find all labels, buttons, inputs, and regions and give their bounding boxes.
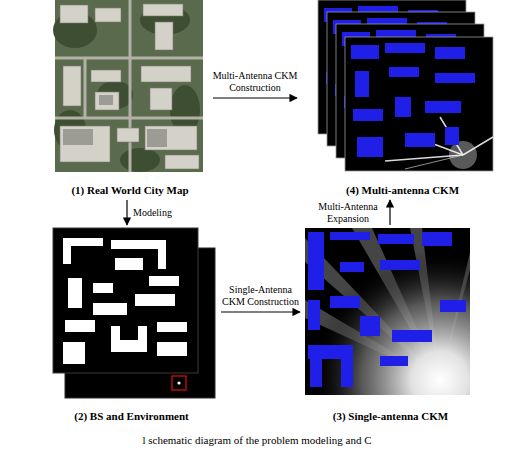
- environment-map: [63, 342, 85, 364]
- environment-map: [172, 376, 186, 390]
- satellite-city-map: [60, 4, 199, 169]
- figure-caption: l schematic diagram of the problem model…: [0, 434, 514, 447]
- satellite-city-map: [63, 129, 93, 145]
- single-antenna-ckm: [310, 250, 470, 395]
- environment-map: [63, 246, 71, 264]
- multi-antenna-ckm-stack: [318, 0, 493, 171]
- single-antenna-ckm: [422, 232, 452, 246]
- single-antenna-ckm: [330, 232, 370, 240]
- satellite-city-map: [60, 5, 88, 23]
- single-antenna-ckm: [340, 262, 364, 272]
- single-antenna-ckm: [392, 330, 432, 342]
- satellite-city-map: [91, 70, 121, 82]
- satellite-city-map: [117, 128, 139, 142]
- environment-map: [157, 342, 187, 356]
- single-antenna-ckm: [360, 316, 380, 336]
- satellite-city-map: [95, 8, 121, 22]
- single-antenna-ckm: [308, 232, 324, 290]
- environment-map: [115, 258, 143, 270]
- satellite-city-map: [155, 22, 173, 50]
- satellite-city-map: [150, 88, 172, 110]
- arrow-label: Single-Antenna CKM Construction: [218, 284, 304, 308]
- satellite-city-map: [143, 4, 183, 16]
- environment-map: [120, 326, 138, 340]
- environment-map: [68, 278, 82, 308]
- environment-map: [135, 294, 175, 306]
- environment-map: [53, 228, 215, 398]
- satellite-city-map: [120, 148, 160, 172]
- satellite-city-map: [55, 117, 203, 120]
- environment-map: [157, 322, 187, 332]
- satellite-city-map: [53, 5, 200, 172]
- panel-caption: (3) Single-antenna CKM: [331, 410, 451, 423]
- environment-map: [158, 249, 166, 269]
- satellite-city-map: [147, 129, 167, 147]
- single-antenna-ckm: [380, 260, 420, 270]
- environment-map: [63, 238, 187, 364]
- flow-arrow: [126, 200, 127, 225]
- satellite-city-map: [95, 92, 119, 110]
- multi-antenna-ckm-stack: [345, 37, 493, 171]
- environment-map: [111, 326, 147, 352]
- figure-panel: (1) Real World City Map: [50, 0, 210, 197]
- environment-map: [65, 320, 95, 332]
- figure-panel: (3) Single-antenna CKM: [303, 228, 478, 423]
- figure-panel: (2) BS and Environment: [45, 228, 218, 423]
- environment-map: [53, 228, 198, 373]
- panel-caption: (1) Real World City Map: [69, 184, 190, 197]
- environment-map: [149, 276, 179, 286]
- figure-panel: (4) Multi-antenna CKM: [300, 0, 505, 197]
- arrow-label: Modeling: [133, 207, 172, 219]
- satellite-city-map: [129, 0, 132, 172]
- single-antenna-ckm: [305, 228, 470, 395]
- satellite-city-map: [145, 126, 197, 150]
- single-antenna-ckm: [308, 345, 353, 359]
- environment-map: [93, 283, 113, 293]
- single-antenna-ckm: [440, 300, 466, 312]
- flow-arrow: [221, 311, 300, 312]
- environment-map: [111, 240, 166, 249]
- single-antenna-ckm: [308, 232, 466, 387]
- environment-map: [93, 303, 127, 315]
- single-antenna-ckm: [378, 234, 414, 244]
- satellite-city-map: [53, 0, 203, 172]
- satellite-city-map: [60, 126, 110, 162]
- environment-map: [177, 381, 180, 384]
- single-antenna-ckm: [380, 356, 408, 366]
- arrow-label: Multi-Antenna CKM Construction: [210, 70, 300, 94]
- flow-arrow: [213, 97, 297, 98]
- environment-map: [63, 238, 103, 246]
- satellite-city-map: [63, 66, 81, 106]
- single-antenna-ckm: [330, 296, 360, 308]
- arrow-label: Multi-Antenna Expansion: [312, 201, 384, 225]
- single-antenna-ckm: [310, 359, 322, 387]
- panel-caption: (2) BS and Environment: [72, 410, 190, 423]
- satellite-city-map: [55, 0, 203, 172]
- satellite-city-map: [141, 66, 191, 82]
- panel-caption: (4) Multi-antenna CKM: [344, 184, 461, 197]
- satellite-city-map: [84, 58, 87, 118]
- satellite-city-map: [165, 155, 199, 169]
- environment-map: [53, 228, 198, 373]
- satellite-city-map: [99, 95, 113, 105]
- single-antenna-ckm: [341, 359, 353, 387]
- single-antenna-ckm: [308, 300, 320, 330]
- flow-arrow: [389, 200, 390, 225]
- satellite-city-map: [63, 95, 167, 147]
